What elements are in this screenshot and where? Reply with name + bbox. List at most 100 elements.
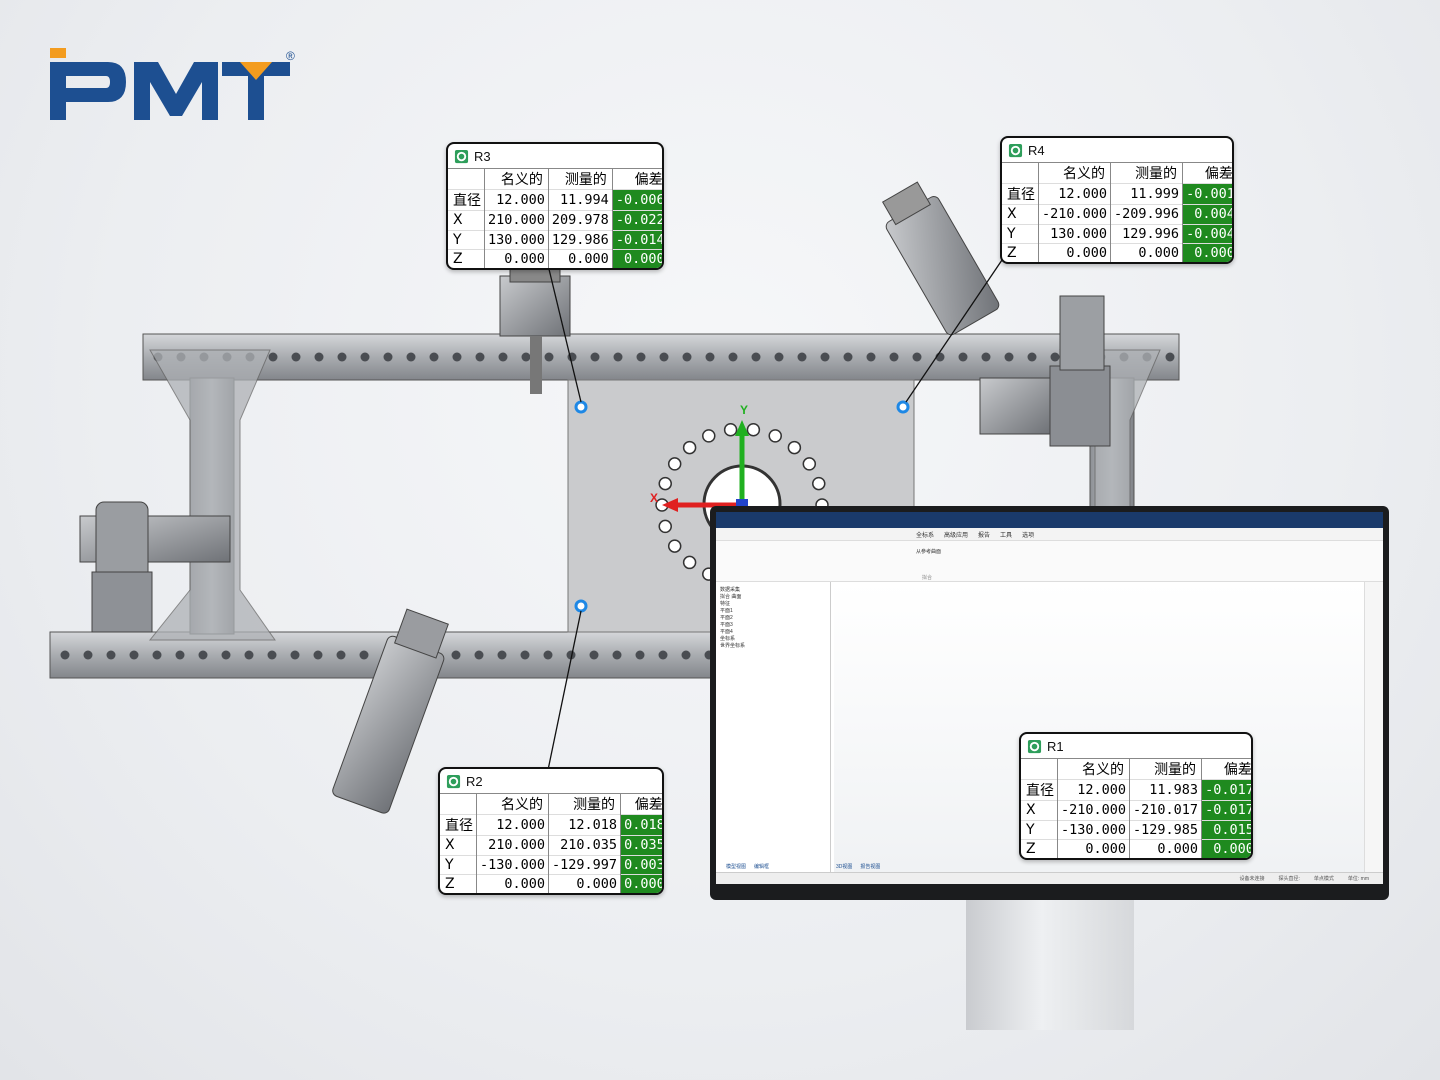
status-item[interactable]: 单点模式 <box>1313 876 1334 882</box>
rail-hole <box>681 650 691 660</box>
bottom-tabs-view[interactable]: 3D视图 报告视图 <box>836 863 880 870</box>
panel-tab[interactable]: 编辑框 <box>754 864 770 870</box>
rail-hole <box>544 352 554 362</box>
rail-hole <box>267 650 277 660</box>
rail-hole <box>958 352 968 362</box>
upper-right-actuator <box>881 181 1000 336</box>
rail-hole <box>175 650 185 660</box>
cell-dev: -0.017 <box>1201 779 1251 801</box>
rail-hole <box>612 650 622 660</box>
plate-hole <box>746 423 761 437</box>
menu-item[interactable]: 选项 <box>1022 532 1035 539</box>
menu-item[interactable]: 高级应用 <box>944 532 969 539</box>
right-toolbar[interactable] <box>1364 582 1383 872</box>
rail-hole <box>198 650 208 660</box>
menu-item[interactable]: 工具 <box>1000 532 1013 539</box>
cell-label: Y <box>1021 819 1058 840</box>
plate-hole <box>667 457 682 471</box>
cell-measured: 0.000 <box>1110 243 1183 262</box>
callout-title-text: R2 <box>466 773 483 789</box>
bottom-tabs-left[interactable]: 模型视图 编辑框 <box>726 863 769 870</box>
status-item[interactable]: 设备未连接 <box>1239 876 1265 882</box>
rail-hole <box>866 352 876 362</box>
cell-measured: -129.985 <box>1129 819 1202 840</box>
plate-hole <box>768 429 782 443</box>
tree-item[interactable]: 数据采集 <box>720 587 741 593</box>
rail-hole <box>912 352 922 362</box>
cell-dev: -0.004 <box>1182 223 1232 244</box>
axis-x-label: X <box>650 491 658 505</box>
cell-nominal: 210.000 <box>484 210 549 230</box>
menu-item[interactable]: 报告 <box>978 532 991 539</box>
cell-measured: 11.999 <box>1110 183 1183 205</box>
rail-hole <box>682 352 692 362</box>
plate-hole <box>702 429 716 443</box>
right-side-actuator <box>979 295 1111 447</box>
plate-hole <box>787 440 802 455</box>
cell-measured: 210.035 <box>548 835 621 855</box>
cell-dev: 0.035 <box>620 835 662 855</box>
rail-hole <box>244 650 254 660</box>
header-blank <box>1002 162 1039 184</box>
cell-measured: 209.978 <box>547 210 613 230</box>
header-blank <box>1021 758 1058 780</box>
ribbon-button-fit[interactable]: 从参考曲面 <box>916 548 941 555</box>
measure-feature-icon <box>454 149 469 163</box>
view-tab[interactable]: 报告视图 <box>860 864 881 870</box>
view-tab[interactable]: 3D视图 <box>836 864 853 870</box>
callout-title-text: R3 <box>474 148 491 164</box>
tree-item[interactable]: 平面1 <box>720 608 733 614</box>
cell-nominal: -210.000 <box>1037 204 1111 224</box>
column-header-measured: 测量的 <box>1110 162 1183 184</box>
pmt-logo: ® <box>50 48 295 120</box>
column-header-deviation: 偏差 <box>1182 162 1232 184</box>
cell-dev: 0.004 <box>1182 204 1232 224</box>
rail-hole <box>221 650 231 660</box>
tree-item[interactable]: 特征 <box>720 601 731 607</box>
cell-dev: 0.015 <box>1201 819 1251 840</box>
cell-label: X <box>440 835 477 855</box>
cell-dev: 0.000 <box>620 874 662 893</box>
tree-item[interactable]: 平面2 <box>720 615 733 621</box>
rail-hole <box>635 650 645 660</box>
cell-label: 直径 <box>1021 779 1058 801</box>
header-blank <box>448 168 485 190</box>
rail-hole <box>1027 352 1037 362</box>
tree-item[interactable]: 坐标系 <box>720 636 736 642</box>
cell-nominal: -210.000 <box>1056 800 1130 820</box>
callout-title-text: R4 <box>1028 142 1045 158</box>
status-item[interactable]: 探头直径: <box>1278 876 1300 882</box>
rail-hole <box>1004 352 1014 362</box>
tree-item[interactable]: 拟合 曲面 <box>720 594 742 600</box>
rail-hole <box>498 352 508 362</box>
rail-hole <box>268 352 278 362</box>
cell-measured: 12.018 <box>548 814 621 836</box>
table-row: X-210.000-210.017-0.017 <box>1021 800 1251 820</box>
status-item[interactable]: 单位: mm <box>1347 876 1369 882</box>
cell-dev: -0.014 <box>611 229 662 250</box>
cell-nominal: 210.000 <box>475 835 549 855</box>
cell-dev: 0.000 <box>1182 243 1232 262</box>
cell-nominal: 0.000 <box>1056 839 1130 858</box>
tree-item[interactable]: 平面3 <box>720 622 733 628</box>
tree-item[interactable]: 平面4 <box>720 629 733 635</box>
plate-hole <box>658 519 672 534</box>
rail-hole <box>589 650 599 660</box>
monitor-stand <box>966 900 1134 1030</box>
rail-hole <box>774 352 784 362</box>
menu-item[interactable]: 全标系 <box>916 532 935 539</box>
panel-tab[interactable]: 模型视图 <box>726 864 747 870</box>
tree-item[interactable]: 世界坐标系 <box>720 643 746 649</box>
